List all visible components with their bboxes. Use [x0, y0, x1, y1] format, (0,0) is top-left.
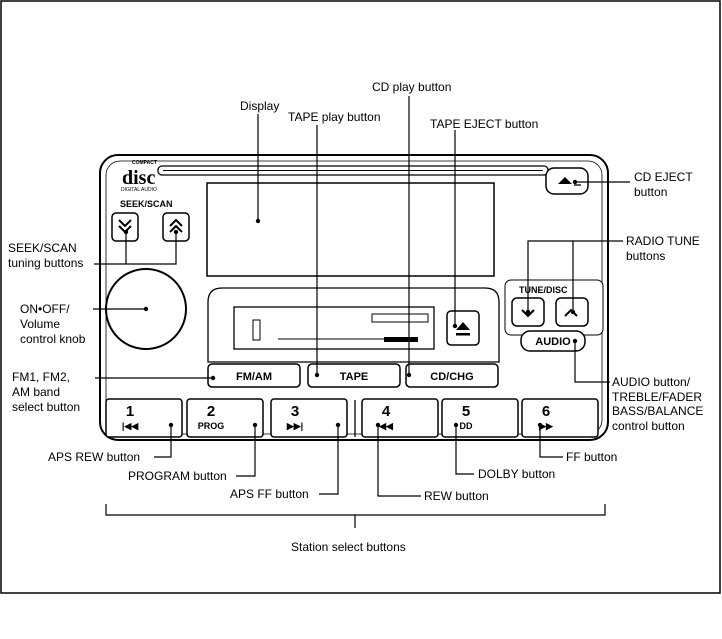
preset-sub-label: DD — [460, 421, 473, 431]
preset-number: 5 — [462, 403, 470, 420]
chevron-up-icon — [564, 308, 578, 317]
fm-am-button[interactable]: FM/AM — [207, 363, 301, 388]
label-ff: FF button — [566, 450, 617, 464]
label-on-off-3: control knob — [20, 332, 86, 346]
tape-window — [252, 319, 261, 341]
preset-sub-label: ▶▶ — [538, 421, 554, 431]
label-rew: REW button — [424, 489, 489, 503]
label-aps-ff: APS FF button — [230, 487, 309, 501]
preset-number: 4 — [382, 403, 391, 420]
label-audio-4: control button — [612, 419, 685, 433]
preset-sub-label: PROG — [198, 421, 225, 431]
tape-button[interactable]: TAPE — [307, 363, 401, 388]
label-seek-scan-2: tuning buttons — [8, 256, 83, 270]
label-audio-1: AUDIO button/ — [612, 375, 691, 389]
label-band-2: AM band — [12, 385, 60, 399]
label-program: PROGRAM button — [128, 469, 227, 483]
label-station-select: Station select buttons — [291, 540, 406, 554]
label-on-off-1: ON•OFF/ — [20, 302, 70, 316]
label-cd-eject-1: CD EJECT — [634, 170, 693, 184]
cd-chg-button-label: CD/CHG — [430, 371, 473, 383]
tape-label-slot — [371, 313, 429, 323]
preset-number: 3 — [291, 403, 299, 420]
preset-number: 2 — [207, 403, 215, 420]
tune-disc-label: TUNE/DISC — [519, 285, 568, 295]
double-chevron-up-icon — [169, 218, 183, 233]
tape-button-label: TAPE — [340, 371, 369, 383]
audio-button[interactable]: AUDIO — [520, 330, 586, 352]
label-on-off-2: Volume — [20, 317, 60, 331]
preset-sub-label: ▶▶| — [286, 421, 303, 431]
label-tape-play: TAPE play button — [288, 110, 381, 124]
label-audio-3: BASS/BALANCE — [612, 404, 703, 418]
tape-head-bar — [384, 337, 418, 342]
preset-sub-label: ◀◀ — [378, 421, 394, 431]
label-seek-scan-1: SEEK/SCAN — [8, 241, 77, 255]
eject-icon — [456, 322, 470, 330]
preset-number: 1 — [126, 403, 134, 420]
preset-button-6[interactable]: 6▶▶ — [521, 398, 599, 438]
preset-button-5[interactable]: 5DD — [441, 398, 519, 438]
cd-logo-main-text: disc — [122, 167, 155, 189]
cd-logo-top-text: COMPACT — [132, 160, 157, 166]
eject-icon — [558, 177, 572, 184]
seek-scan-label: SEEK/SCAN — [120, 199, 173, 209]
label-band-1: FM1, FM2, — [12, 370, 70, 384]
cd-chg-button[interactable]: CD/CHG — [405, 363, 499, 388]
station-select-bracket — [105, 504, 606, 528]
figure-border — [0, 0, 721, 594]
compact-disc-logo: COMPACT disc DIGITAL AUDIO — [121, 160, 157, 193]
tape-door — [233, 306, 435, 350]
preset-button-3[interactable]: 3▶▶| — [270, 398, 348, 438]
preset-button-4[interactable]: 4◀◀ — [361, 398, 439, 438]
callout-lines — [93, 96, 630, 497]
label-audio-2: TREBLE/FADER — [612, 390, 702, 404]
display-screen — [206, 182, 495, 277]
callout-labels: CD play button Display TAPE play button … — [8, 80, 703, 554]
preset-sub-label: |◀◀ — [122, 421, 139, 431]
cd-eject-button[interactable] — [545, 167, 589, 195]
chevron-down-icon — [521, 309, 535, 318]
label-display: Display — [240, 99, 279, 113]
preset-button-1[interactable]: 1|◀◀ — [105, 398, 183, 438]
label-band-3: select button — [12, 400, 80, 414]
label-cd-eject-2: button — [634, 185, 667, 199]
label-tape-eject: TAPE EJECT button — [430, 117, 538, 131]
label-aps-rew: APS REW button — [48, 450, 140, 464]
fm-am-button-label: FM/AM — [236, 371, 272, 383]
preset-number: 6 — [542, 403, 550, 420]
cd-logo-bottom-text: DIGITAL AUDIO — [121, 187, 157, 193]
label-radio-tune-2: buttons — [626, 249, 665, 263]
label-cd-play: CD play button — [372, 80, 451, 94]
seek-down-button[interactable] — [111, 212, 139, 242]
label-radio-tune-1: RADIO TUNE — [626, 234, 700, 248]
label-dolby: DOLBY button — [478, 467, 555, 481]
tape-eject-button[interactable] — [446, 310, 480, 346]
audio-button-label: AUDIO — [535, 336, 571, 348]
